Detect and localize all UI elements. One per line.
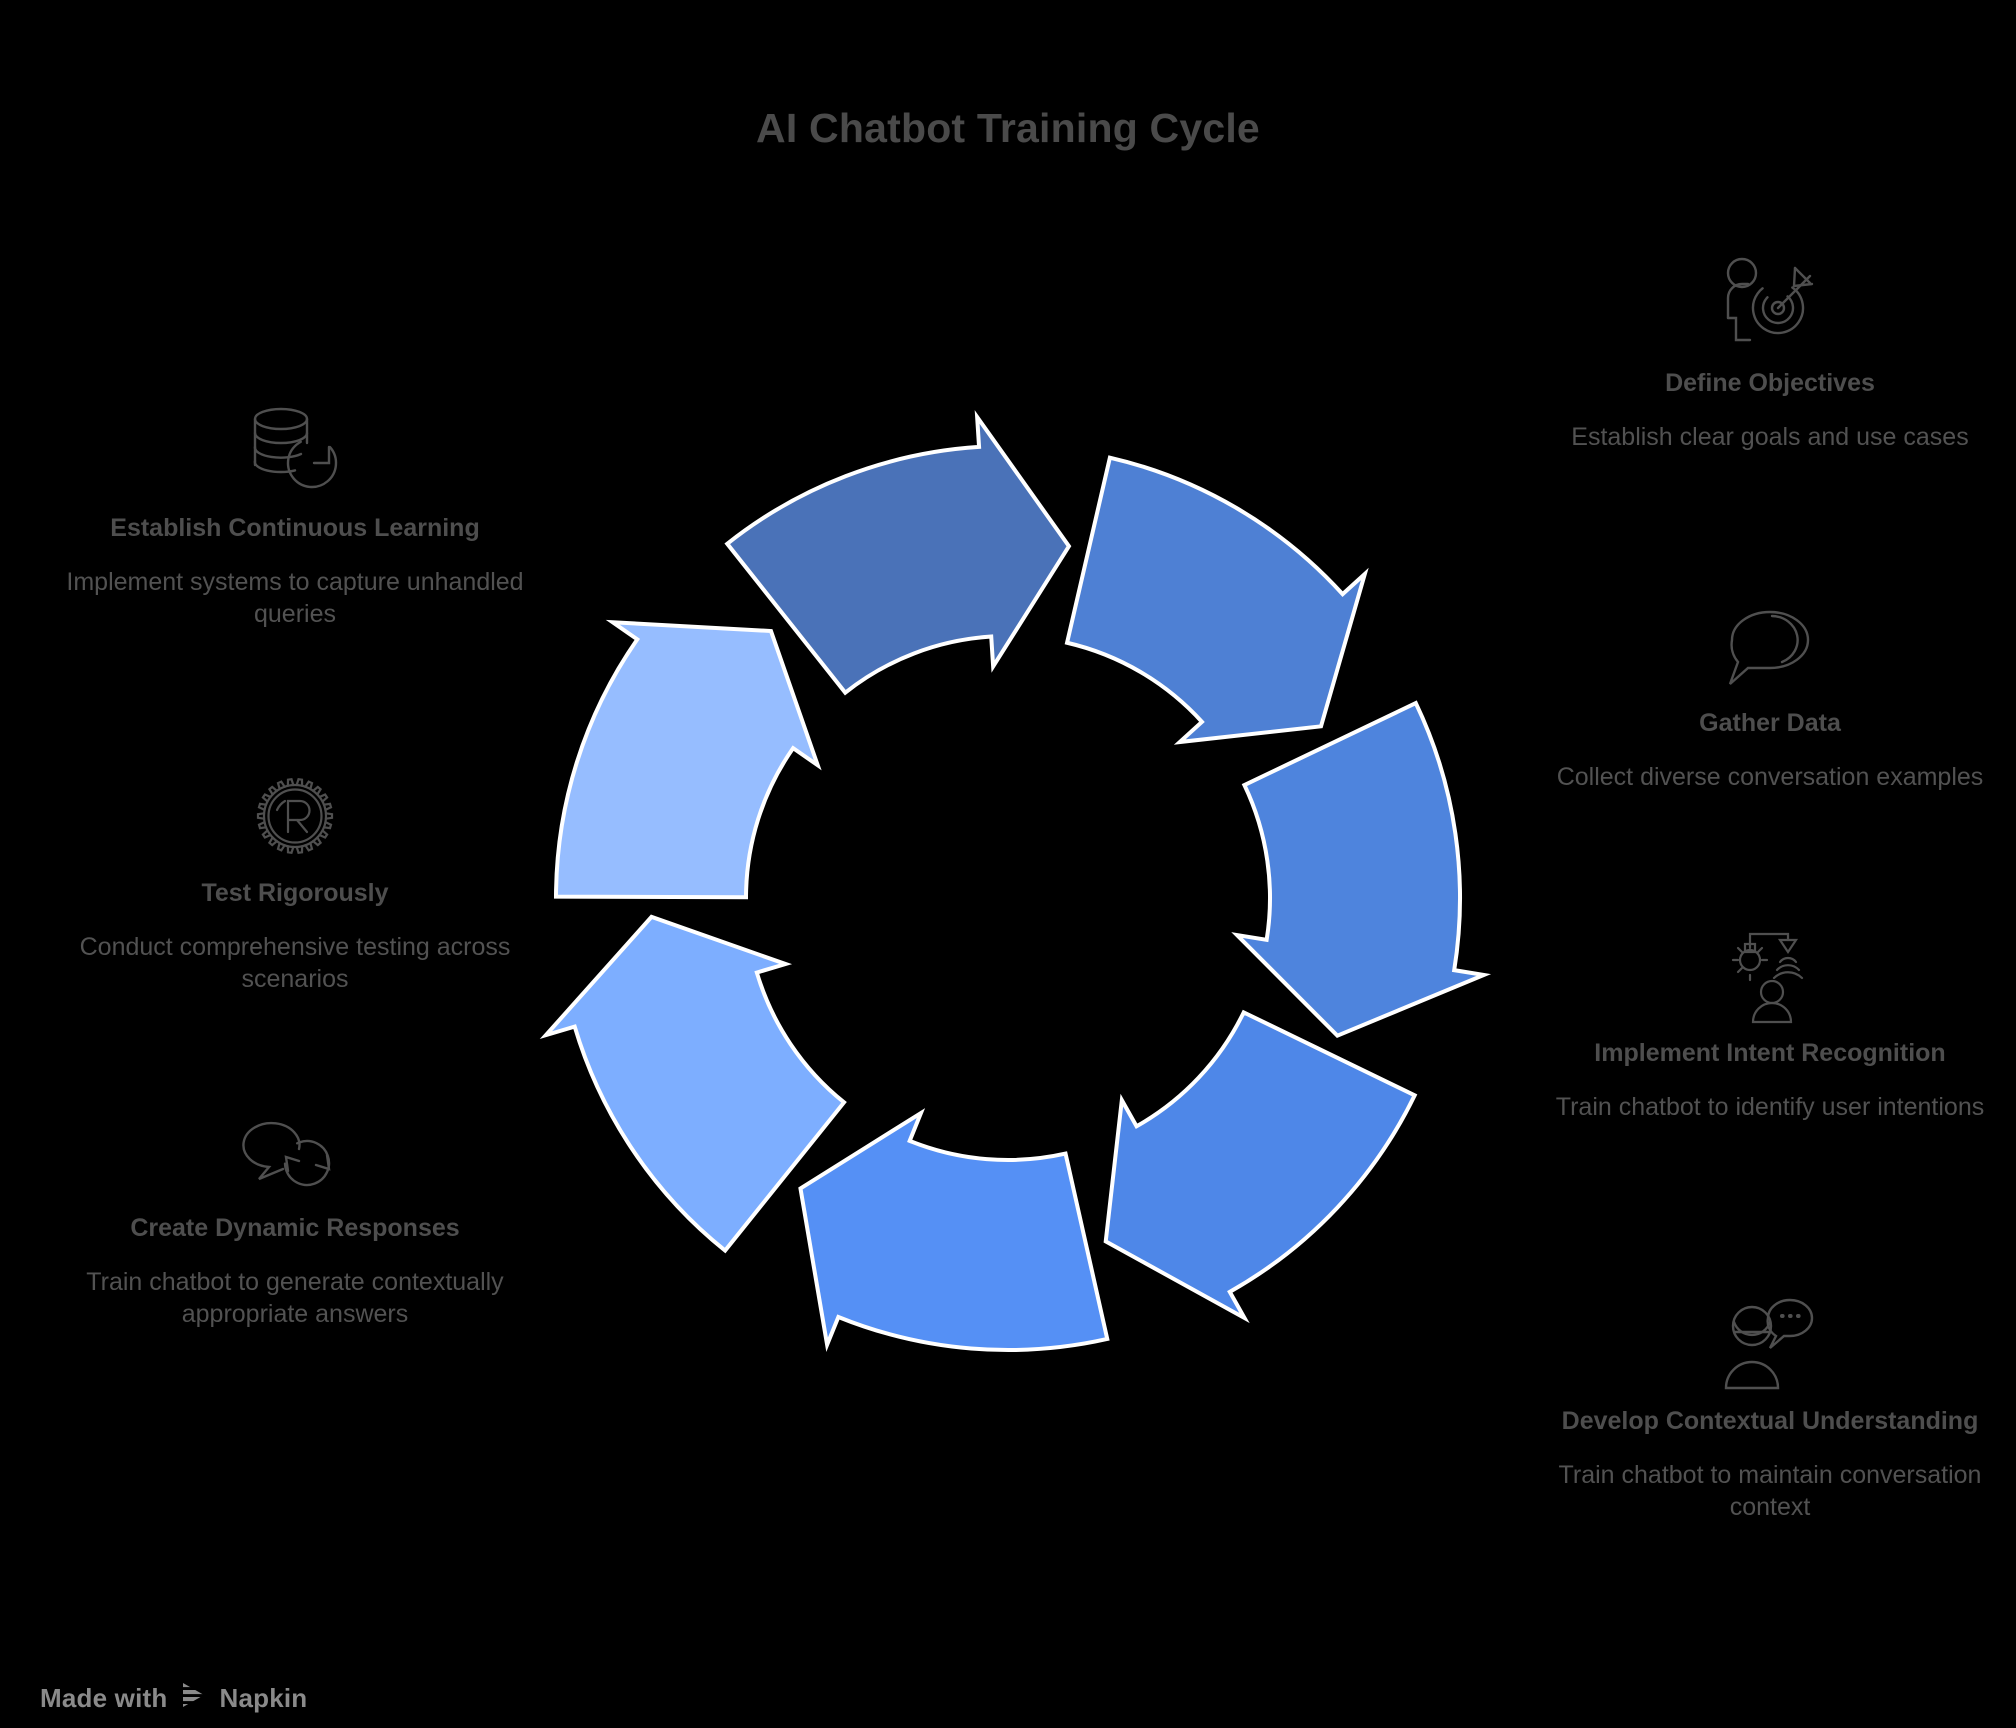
node-define-objectives[interactable]: Define Objectives Establish clear goals … <box>1535 250 2005 453</box>
person-target-icon <box>1535 250 2005 362</box>
node-title: Establish Continuous Learning <box>110 514 480 542</box>
gear-registered-r-icon <box>60 760 530 872</box>
cycle-arrow-segment <box>539 914 847 1254</box>
cycle-arrow-segment <box>553 619 822 900</box>
node-create-dynamic-responses[interactable]: Create Dynamic Responses Train chatbot t… <box>60 1095 530 1330</box>
node-description: Conduct comprehensive testing across sce… <box>79 932 511 993</box>
node-title: Gather Data <box>1699 709 1841 737</box>
speech-bubbles-icon <box>1535 590 2005 702</box>
node-description: Train chatbot to maintain conversation c… <box>1558 1460 1982 1521</box>
node-description: Train chatbot to generate contextually a… <box>86 1267 504 1328</box>
person-chat-bubble-icon <box>1535 1288 2005 1400</box>
node-establish-continuous-learning[interactable]: Establish Continuous Learning Implement … <box>60 395 530 630</box>
speech-bubble-refresh-icon <box>60 1095 530 1207</box>
cycle-arrow-segment <box>1231 700 1492 1039</box>
page-title: AI Chatbot Training Cycle <box>756 105 1260 151</box>
cycle-arrow-segment <box>798 1108 1110 1353</box>
node-title: Develop Contextual Understanding <box>1561 1407 1979 1435</box>
cycle-ring-diagram <box>503 393 1513 1403</box>
node-title: Define Objectives <box>1665 369 1875 397</box>
node-test-rigorously[interactable]: Test Rigorously Conduct comprehensive te… <box>60 760 530 995</box>
node-implement-intent-recognition[interactable]: Implement Intent Recognition Train chatb… <box>1535 920 2005 1123</box>
napkin-brand-label: Napkin <box>219 1683 308 1713</box>
node-description: Collect diverse conversation examples <box>1556 762 1984 791</box>
database-refresh-icon <box>60 395 530 507</box>
node-description: Train chatbot to identify user intention… <box>1555 1092 1985 1121</box>
node-description: Establish clear goals and use cases <box>1571 422 1969 451</box>
lightbulb-signal-person-icon <box>1535 920 2005 1032</box>
cycle-arrow-segment <box>1064 455 1369 745</box>
cycle-arrow-segment <box>1103 1009 1418 1324</box>
cycle-arrow-segment <box>724 410 1072 696</box>
node-title: Implement Intent Recognition <box>1594 1039 1946 1067</box>
node-gather-data[interactable]: Gather Data Collect diverse conversation… <box>1535 590 2005 793</box>
node-description: Implement systems to capture unhandled q… <box>66 567 524 628</box>
node-title: Create Dynamic Responses <box>130 1214 460 1242</box>
node-develop-contextual-understanding[interactable]: Develop Contextual Understanding Train c… <box>1535 1288 2005 1523</box>
made-with-napkin-credit[interactable]: Made with Napkin <box>40 1680 307 1717</box>
made-with-label: Made with <box>40 1683 168 1713</box>
node-title: Test Rigorously <box>201 879 389 907</box>
napkin-triangle-logo-icon <box>178 1680 208 1717</box>
